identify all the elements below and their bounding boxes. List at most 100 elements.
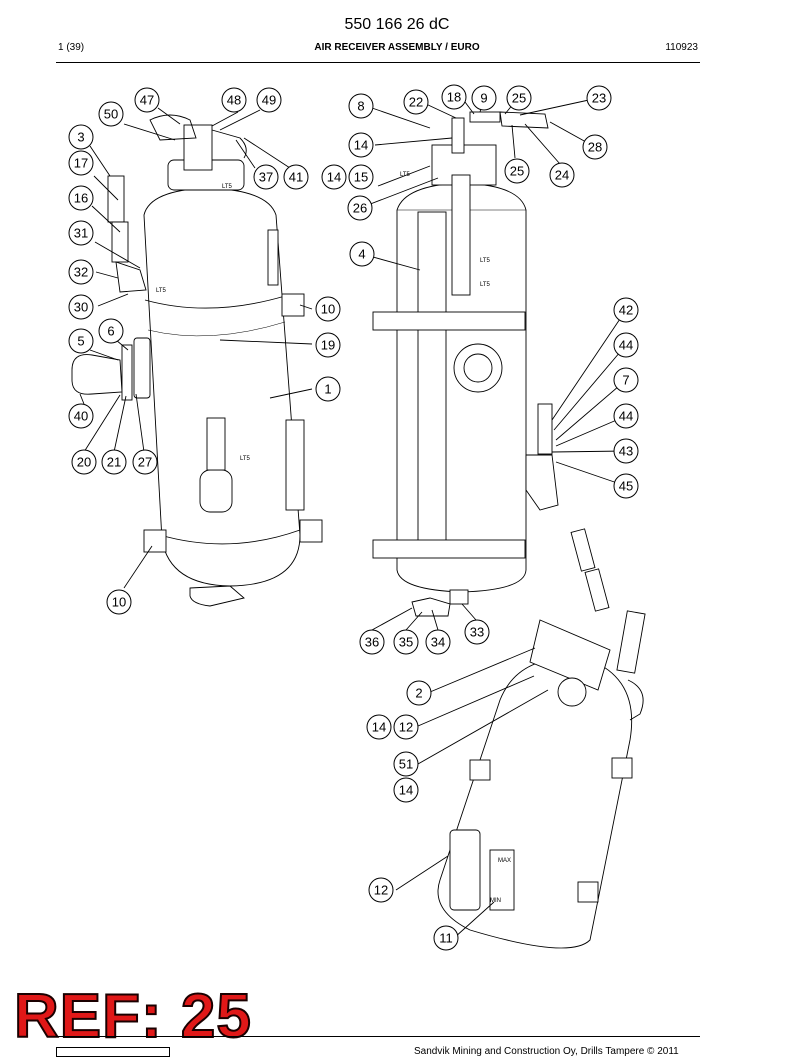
- header-rule: [56, 62, 700, 63]
- callout-31: 31: [68, 220, 94, 246]
- svg-text:19: 19: [321, 338, 335, 353]
- callout-17: 17: [68, 150, 94, 176]
- svg-text:12: 12: [374, 883, 388, 898]
- svg-text:18: 18: [447, 90, 461, 105]
- svg-text:50: 50: [104, 107, 118, 122]
- callout-6: 6: [98, 318, 124, 344]
- part-markings: LT5 LT5 LT5 LT5 LT5 LT5 MAX MIN: [156, 172, 511, 904]
- company-logo: [56, 1047, 170, 1057]
- callout-23: 23: [586, 85, 612, 111]
- callout-25: 25: [506, 85, 532, 111]
- callout-50: 50: [98, 101, 124, 127]
- callout-4: 4: [349, 241, 375, 267]
- svg-text:16: 16: [74, 191, 88, 206]
- receiver-center: [359, 97, 627, 631]
- callout-8: 8: [348, 93, 374, 119]
- svg-text:32: 32: [74, 265, 88, 280]
- lt5-marking: LT5: [222, 184, 233, 190]
- svg-text:2: 2: [415, 686, 422, 701]
- callout-7: 7: [613, 367, 639, 393]
- svg-text:49: 49: [262, 93, 276, 108]
- svg-text:43: 43: [619, 444, 633, 459]
- svg-text:47: 47: [140, 93, 154, 108]
- svg-text:45: 45: [619, 479, 633, 494]
- svg-text:31: 31: [74, 226, 88, 241]
- callout-34: 34: [425, 629, 451, 655]
- receiver-left: [71, 107, 323, 607]
- svg-text:10: 10: [112, 595, 126, 610]
- svg-text:34: 34: [431, 635, 445, 650]
- svg-text:44: 44: [619, 338, 633, 353]
- lt5-marking: LT5: [156, 288, 167, 294]
- callout-36: 36: [359, 629, 385, 655]
- callout-10: 10: [315, 296, 341, 322]
- svg-text:41: 41: [289, 170, 303, 185]
- svg-text:7: 7: [622, 373, 629, 388]
- svg-text:10: 10: [321, 302, 335, 317]
- lt5-marking: LT5: [400, 172, 411, 178]
- callout-11: 11: [433, 925, 459, 951]
- receiver-iso: [395, 528, 646, 949]
- callout-48: 48: [221, 87, 247, 113]
- svg-text:24: 24: [555, 168, 569, 183]
- callout-37: 37: [253, 164, 279, 190]
- callout-49: 49: [256, 87, 282, 113]
- callout-41: 41: [283, 164, 309, 190]
- callout-27: 27: [132, 449, 158, 475]
- page-title: AIR RECEIVER ASSEMBLY / EURO: [314, 42, 480, 53]
- min-marking: MIN: [490, 898, 501, 904]
- svg-text:22: 22: [409, 95, 423, 110]
- svg-text:33: 33: [470, 625, 484, 640]
- callout-20: 20: [71, 449, 97, 475]
- callout-44: 44: [613, 332, 639, 358]
- svg-text:48: 48: [227, 93, 241, 108]
- svg-text:14: 14: [399, 783, 413, 798]
- svg-text:11: 11: [439, 931, 453, 946]
- callout-45: 45: [613, 473, 639, 499]
- svg-text:15: 15: [354, 170, 368, 185]
- callout-5: 5: [68, 328, 94, 354]
- svg-text:44: 44: [619, 409, 633, 424]
- page-indicator: 1 (39): [58, 42, 85, 53]
- svg-text:3: 3: [77, 130, 84, 145]
- svg-text:5: 5: [77, 334, 84, 349]
- svg-text:4: 4: [358, 247, 365, 262]
- svg-text:51: 51: [399, 757, 413, 772]
- callout-9: 9: [471, 85, 497, 111]
- callout-10: 10: [106, 589, 132, 615]
- footer-rule: [56, 1036, 700, 1037]
- svg-text:26: 26: [353, 201, 367, 216]
- callout-40: 40: [68, 403, 94, 429]
- lt5-marking: LT5: [480, 258, 491, 264]
- callout-3: 3: [68, 124, 94, 150]
- callout-30: 30: [68, 294, 94, 320]
- callout-14: 14: [366, 714, 392, 740]
- callout-33: 33: [464, 619, 490, 645]
- svg-text:20: 20: [77, 455, 91, 470]
- callout-21: 21: [101, 449, 127, 475]
- callout-51: 51: [393, 751, 419, 777]
- callout-43: 43: [613, 438, 639, 464]
- callout-22: 22: [403, 89, 429, 115]
- callout-35: 35: [393, 629, 419, 655]
- svg-text:1: 1: [324, 382, 331, 397]
- svg-text:12: 12: [399, 720, 413, 735]
- callout-14: 14: [393, 777, 419, 803]
- ref-stamp: REF: 25: [13, 982, 252, 1051]
- svg-text:21: 21: [107, 455, 121, 470]
- lt5-marking: LT5: [480, 282, 491, 288]
- callout-12: 12: [393, 714, 419, 740]
- callout-28: 28: [582, 134, 608, 160]
- callout-16: 16: [68, 185, 94, 211]
- callout-44: 44: [613, 403, 639, 429]
- svg-text:14: 14: [327, 170, 341, 185]
- callout-14: 14: [348, 132, 374, 158]
- svg-text:40: 40: [74, 409, 88, 424]
- svg-text:42: 42: [619, 303, 633, 318]
- callout-14: 14: [321, 164, 347, 190]
- svg-text:9: 9: [480, 91, 487, 106]
- callout-19: 19: [315, 332, 341, 358]
- svg-text:35: 35: [399, 635, 413, 650]
- svg-text:23: 23: [592, 91, 606, 106]
- max-marking: MAX: [498, 858, 511, 864]
